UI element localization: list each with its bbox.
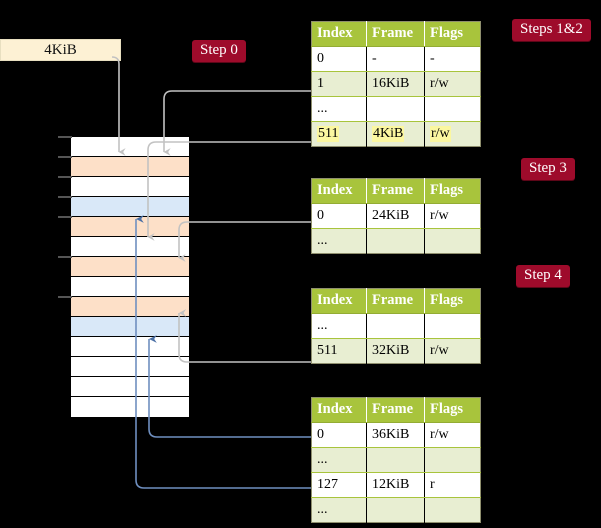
table-cell [424, 228, 481, 254]
table-cell: 24KiB [366, 203, 425, 229]
steps-1-2-label: Steps 1&2 [512, 19, 591, 41]
virtual-address-box: 4KiB [0, 39, 121, 61]
table-cell: ... [311, 228, 367, 254]
memory-frame-row [71, 177, 189, 197]
memory-tick [58, 296, 72, 298]
table-row[interactable]: ... [311, 497, 481, 523]
table-cell [424, 497, 481, 523]
memory-frame-row [71, 397, 189, 417]
column-header-frame: Frame [366, 21, 425, 47]
memory-frame-row [71, 337, 189, 357]
table-cell: ... [311, 313, 367, 339]
column-header-flags: Flags [424, 21, 481, 47]
memory-frame-row [71, 357, 189, 377]
column-header-frame: Frame [366, 288, 425, 314]
table-cell [366, 447, 425, 473]
table-cell: r [424, 472, 481, 498]
wire-step4 [178, 309, 311, 363]
table-cell: r/w [424, 121, 481, 147]
table-cell: 127 [311, 472, 367, 498]
memory-tick [58, 196, 72, 198]
memory-tick [58, 256, 72, 258]
table-cell [424, 447, 481, 473]
memory-frame-row [71, 277, 189, 297]
table-row[interactable]: ... [311, 228, 481, 254]
table-cell: 511 [311, 338, 367, 364]
column-header-index: Index [311, 397, 367, 423]
table-cell: ... [311, 447, 367, 473]
table-cell: 36KiB [366, 422, 425, 448]
column-header-flags: Flags [424, 397, 481, 423]
memory-tick [58, 156, 72, 158]
table-cell: - [366, 46, 425, 72]
wire-step3 [178, 221, 311, 262]
step-3-label: Step 3 [521, 158, 575, 180]
table-cell: ... [311, 497, 367, 523]
table-cell: 0 [311, 422, 367, 448]
memory-frame-row [71, 137, 189, 157]
memory-tick [58, 136, 72, 138]
step-4-label: Step 4 [516, 265, 570, 287]
table-row[interactable]: 0-- [311, 46, 481, 72]
column-header-index: Index [311, 288, 367, 314]
table-cell: 0 [311, 46, 367, 72]
memory-frame-row [71, 217, 189, 237]
table-cell: - [424, 46, 481, 72]
column-header-frame: Frame [366, 397, 425, 423]
column-header-flags: Flags [424, 178, 481, 204]
table-cell [366, 313, 425, 339]
table-cell: r/w [424, 203, 481, 229]
table-cell [424, 96, 481, 122]
table-cell: 12KiB [366, 472, 425, 498]
column-header-index: Index [311, 178, 367, 204]
column-header-flags: Flags [424, 288, 481, 314]
step-0-label: Step 0 [192, 40, 246, 62]
table-cell [424, 313, 481, 339]
memory-tick [58, 216, 72, 218]
table-cell: 32KiB [366, 338, 425, 364]
table-cell: 4KiB [366, 121, 425, 147]
table-row[interactable]: ... [311, 313, 481, 339]
physical-memory-column [70, 136, 190, 417]
table-cell: 1 [311, 71, 367, 97]
table-cell: 511 [311, 121, 367, 147]
memory-tick [58, 176, 72, 178]
memory-frame-row [71, 297, 189, 317]
table-cell: 0 [311, 203, 367, 229]
table-cell: r/w [424, 422, 481, 448]
table-cell [366, 96, 425, 122]
virtual-address-label: 4KiB [44, 42, 77, 58]
memory-frame-row [71, 377, 189, 397]
memory-frame-row [71, 237, 189, 257]
memory-frame-row [71, 197, 189, 217]
table-row[interactable]: ... [311, 447, 481, 473]
table-cell [366, 497, 425, 523]
memory-frame-row [71, 257, 189, 277]
column-header-frame: Frame [366, 178, 425, 204]
memory-frame-row [71, 317, 189, 337]
table-row[interactable]: ... [311, 96, 481, 122]
column-header-index: Index [311, 21, 367, 47]
table-cell: 16KiB [366, 71, 425, 97]
table-cell: ... [311, 96, 367, 122]
table-cell: r/w [424, 71, 481, 97]
table-cell: r/w [424, 338, 481, 364]
memory-frame-row [71, 157, 189, 177]
table-cell [366, 228, 425, 254]
